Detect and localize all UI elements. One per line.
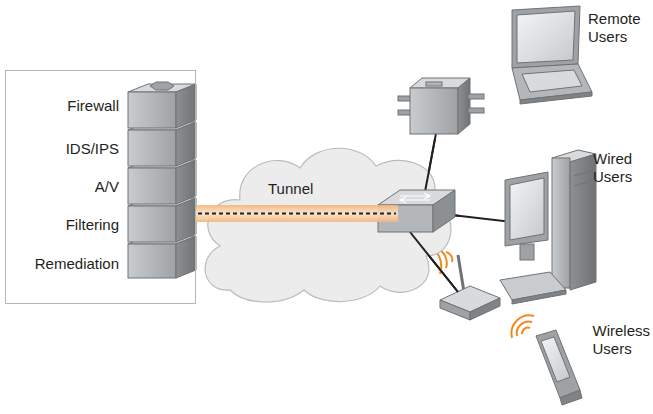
stack-label: Remediation bbox=[35, 255, 119, 273]
stack-label: Filtering bbox=[66, 216, 119, 234]
internet-cloud: Tunnel bbox=[195, 138, 460, 310]
device-label: Remote Users bbox=[588, 10, 641, 46]
security-stack-box: FirewallIDS/IPS A/V FilteringRemediation bbox=[5, 70, 196, 304]
cloud-outline bbox=[195, 138, 460, 310]
device-label: Wired Users bbox=[593, 150, 632, 186]
stack-label: A/V bbox=[95, 178, 119, 196]
device-label: Wireless Users bbox=[592, 322, 650, 358]
stack-label: IDS/IPS bbox=[66, 140, 119, 158]
cloud-label: Tunnel bbox=[268, 180, 313, 198]
stack-label: Firewall bbox=[67, 97, 119, 115]
